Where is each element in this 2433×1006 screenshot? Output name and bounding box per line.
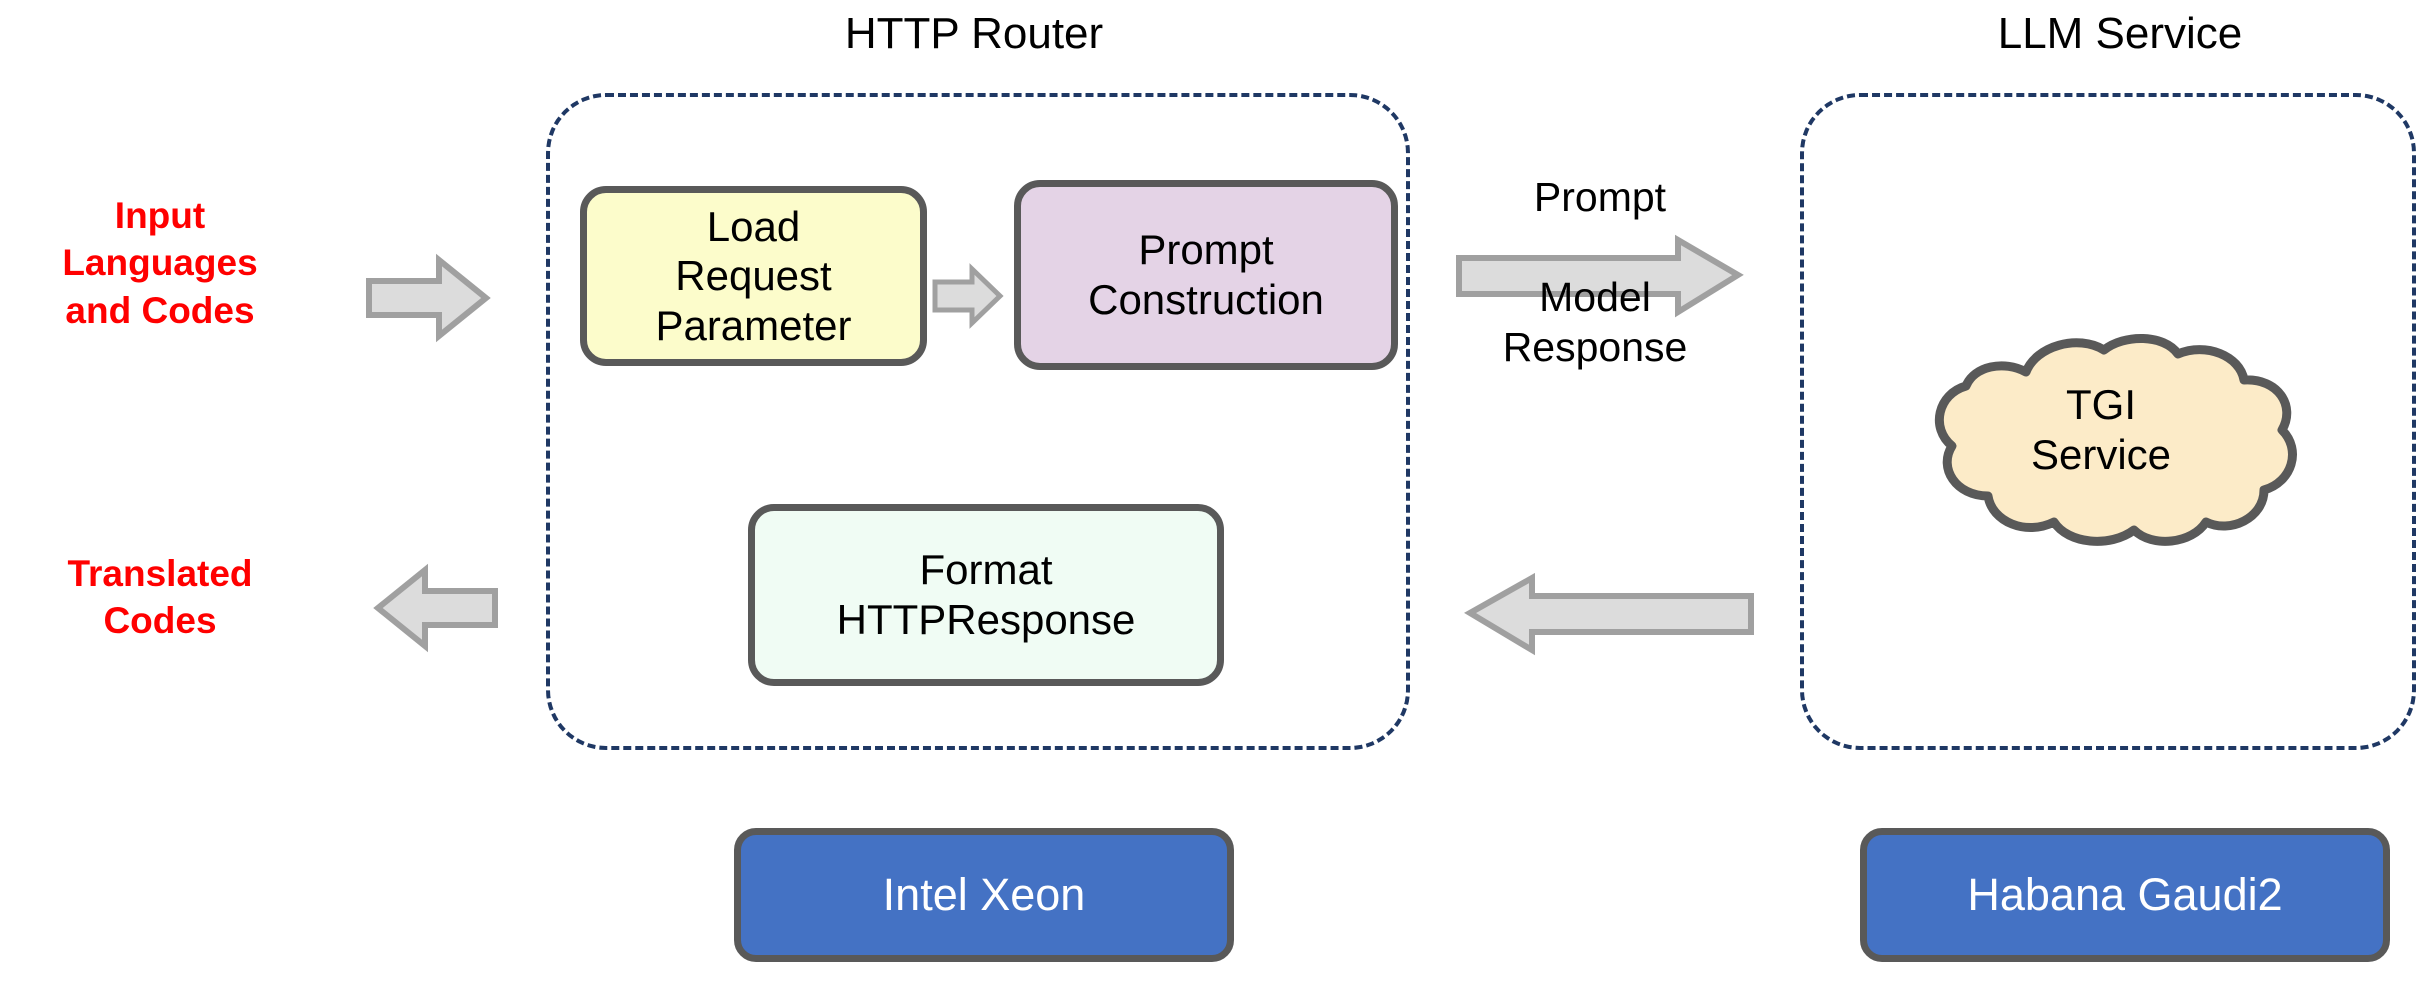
output-arrow-icon bbox=[370, 563, 498, 653]
output-label-line-2: Codes bbox=[103, 600, 217, 642]
load-request-line-1: Load bbox=[706, 202, 801, 250]
habana-gaudi2-box[interactable]: Habana Gaudi2 bbox=[1860, 828, 2390, 962]
format-httpresponse-box[interactable]: Format HTTPResponse bbox=[748, 504, 1224, 686]
model-response-line-1: Model bbox=[1539, 274, 1651, 320]
tgi-service-cloud[interactable]: TGI Service bbox=[1896, 332, 2306, 550]
prompt-construction-text: Prompt Construction bbox=[1088, 225, 1324, 324]
http-router-group bbox=[546, 93, 1410, 750]
tgi-service-line-2: Service bbox=[2030, 431, 2172, 479]
input-label-line-2: Languages bbox=[62, 242, 258, 284]
prompt-construction-line-1: Prompt bbox=[1138, 226, 1274, 274]
tgi-service-label: TGI Service bbox=[1896, 380, 2306, 481]
prompt-arrow-icon bbox=[1456, 234, 1744, 318]
input-label-line-3: and Codes bbox=[65, 289, 255, 331]
input-arrow-icon bbox=[366, 253, 491, 343]
model-response-edge-label: Model Response bbox=[1430, 272, 1760, 372]
model-response-line-2: Response bbox=[1502, 324, 1688, 371]
input-languages-label: Input Languages and Codes bbox=[10, 192, 310, 334]
format-response-line-1: Format bbox=[919, 546, 1053, 594]
intel-xeon-label: Intel Xeon bbox=[882, 869, 1086, 920]
internal-flow-arrow-icon bbox=[932, 263, 1004, 329]
tgi-service-line-1: TGI bbox=[2066, 381, 2136, 428]
prompt-edge-label: Prompt bbox=[1533, 174, 1667, 220]
habana-gaudi2-label: Habana Gaudi2 bbox=[1967, 869, 2283, 920]
translated-codes-label: Translated Codes bbox=[10, 550, 310, 645]
llm-service-title: LLM Service bbox=[1997, 9, 2243, 58]
input-label-line-1: Input bbox=[114, 195, 206, 236]
model-response-arrow-icon bbox=[1462, 572, 1754, 656]
prompt-construction-box[interactable]: Prompt Construction bbox=[1014, 180, 1398, 370]
load-request-parameter-box[interactable]: Load Request Parameter bbox=[580, 186, 927, 366]
intel-xeon-box[interactable]: Intel Xeon bbox=[734, 828, 1234, 962]
load-request-parameter-text: Load Request Parameter bbox=[655, 202, 851, 351]
output-label-line-1: Translated bbox=[67, 553, 253, 594]
format-response-line-2: HTTPResponse bbox=[836, 596, 1136, 643]
load-request-line-3: Parameter bbox=[655, 301, 852, 349]
prompt-construction-line-2: Construction bbox=[1088, 276, 1324, 323]
http-router-title: HTTP Router bbox=[844, 9, 1104, 58]
llm-service-group bbox=[1800, 93, 2416, 750]
format-httpresponse-text: Format HTTPResponse bbox=[837, 545, 1136, 644]
load-request-line-2: Request bbox=[675, 252, 832, 300]
